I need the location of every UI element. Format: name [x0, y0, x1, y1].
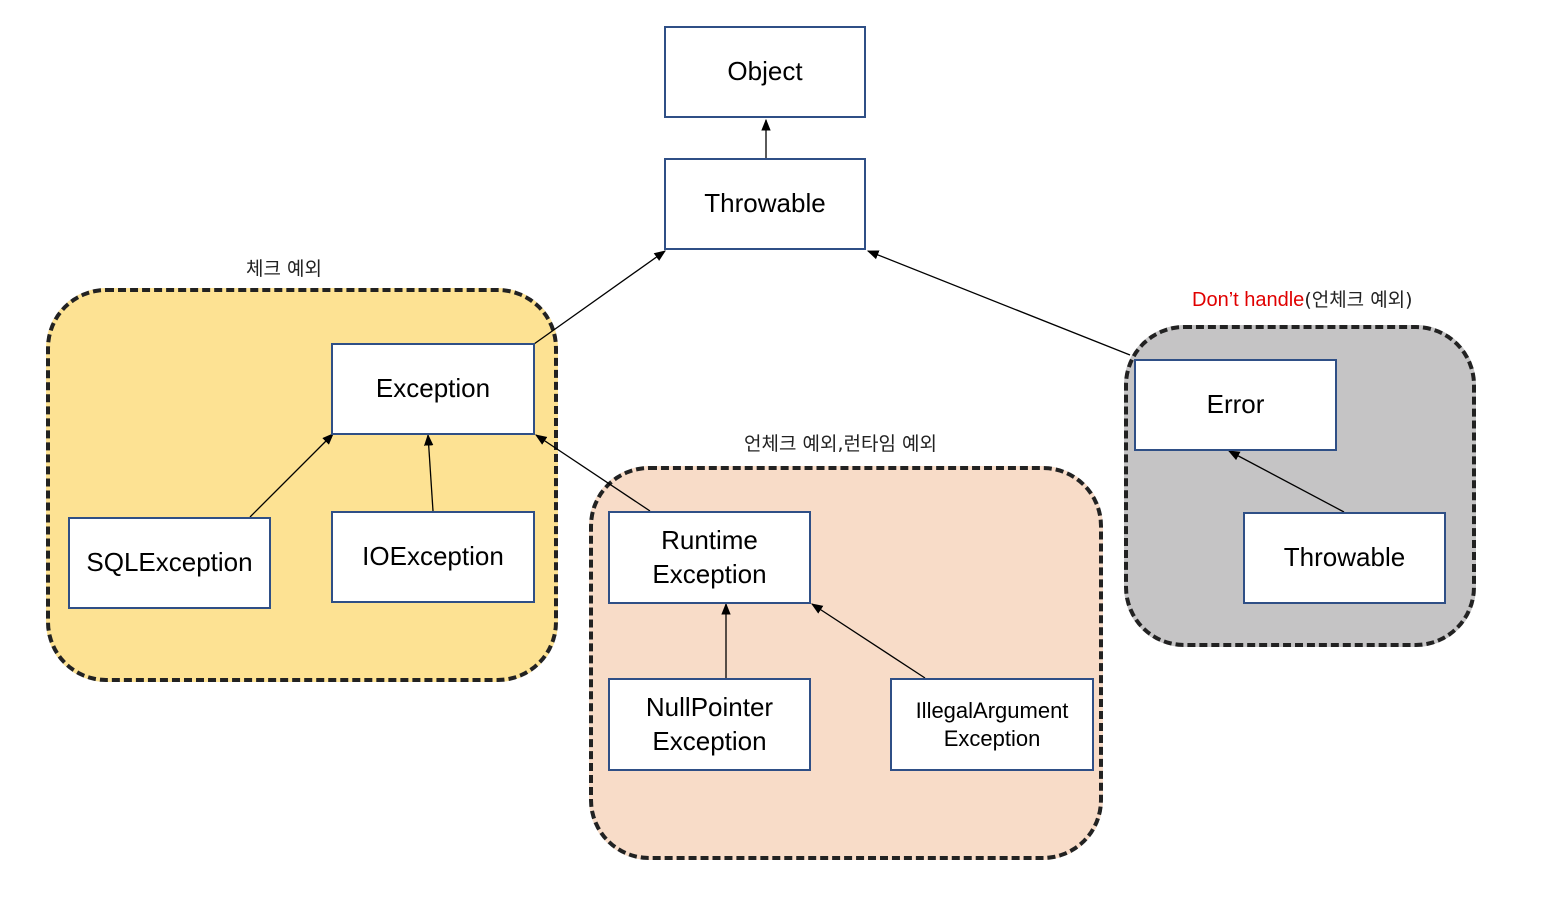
- arrow-illegalargument-to-runtime: [811, 603, 926, 679]
- sqlexception-node: SQLException: [68, 517, 271, 609]
- exception-node: Exception: [331, 343, 535, 435]
- arrow-sqlexception-to-exception: [249, 433, 334, 518]
- error-child-throwable-node: Throwable: [1243, 512, 1446, 604]
- object-node: Object: [664, 26, 866, 118]
- error-node: Error: [1134, 359, 1337, 451]
- error-group-label: Don’t handle(언체크 예외): [1192, 285, 1413, 312]
- checked-group-label: 체크 예외: [246, 258, 322, 280]
- arrow-error-to-throwable: [866, 250, 1131, 356]
- ioexception-node: IOException: [331, 511, 535, 603]
- dont-handle-label: Don’t handle: [1192, 289, 1305, 311]
- error-group-label-rest: (언체크 예외): [1304, 289, 1413, 311]
- arrow-throwable-to-error: [1227, 450, 1345, 513]
- unchecked-group-label: 언체크 예외,런타임 예외: [744, 433, 937, 455]
- arrow-ioexception-to-exception: [424, 433, 434, 512]
- arrow-runtime-to-exception: [535, 434, 651, 512]
- arrow-exception-to-throwable: [533, 250, 666, 345]
- throwable-node: Throwable: [664, 158, 866, 250]
